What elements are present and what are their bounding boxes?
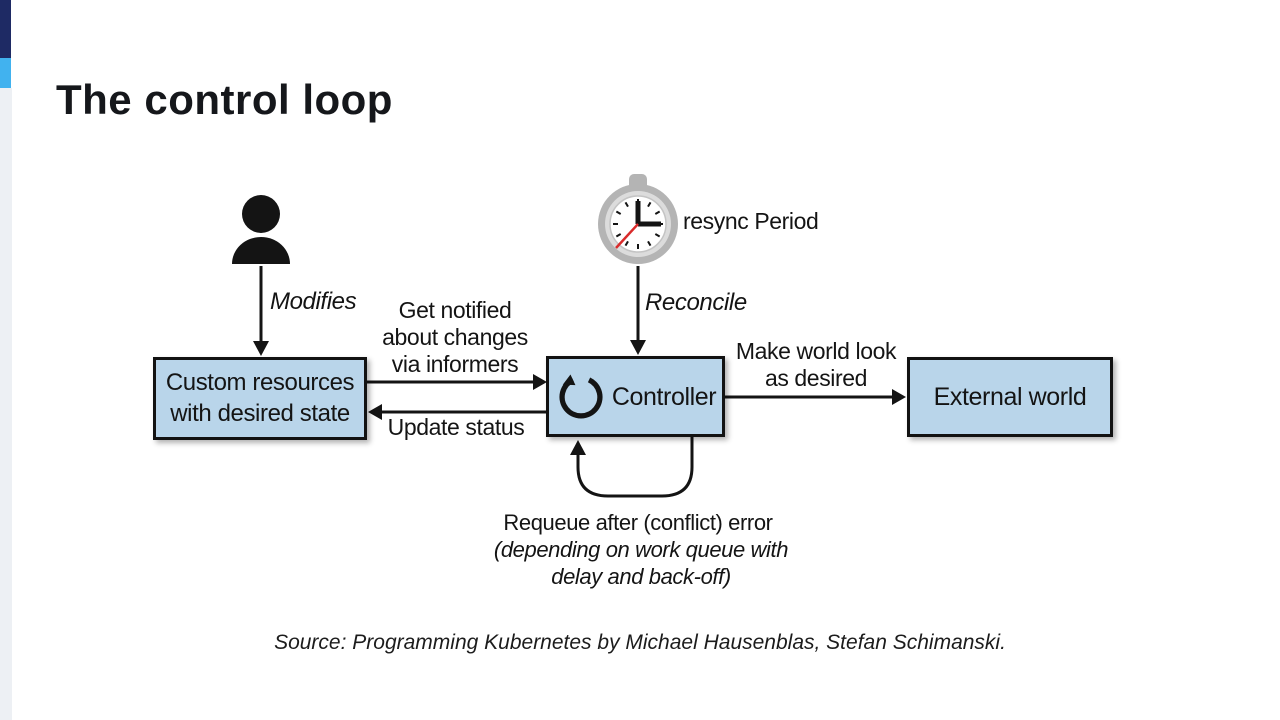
page-title: The control loop bbox=[56, 76, 393, 123]
accent-bar-gray bbox=[0, 88, 12, 720]
source-caption: Source: Programming Kubernetes by Michae… bbox=[274, 631, 1006, 654]
modifies-label: Modifies bbox=[270, 288, 357, 315]
update-status-label: Update status bbox=[387, 414, 525, 440]
update-status-arrow bbox=[368, 404, 547, 420]
external-world-label: External world bbox=[933, 383, 1087, 411]
modifies-arrow bbox=[253, 266, 269, 356]
requeue-title-label: Requeue after (conflict) error bbox=[503, 510, 773, 535]
second-hand bbox=[615, 223, 639, 249]
reconcile-arrow bbox=[630, 266, 646, 355]
accent-bar-navy bbox=[0, 0, 11, 58]
requeue-loop-arrow bbox=[570, 436, 694, 498]
get-notified-arrow bbox=[367, 374, 547, 390]
custom-resources-box: Custom resources with desired state bbox=[153, 357, 367, 440]
reload-icon bbox=[559, 374, 603, 418]
get-notified-label: Get notified about changes via informers bbox=[382, 297, 528, 377]
controller-box: Controller bbox=[546, 356, 725, 437]
requeue-note-label: (depending on work queue with delay and … bbox=[493, 537, 789, 589]
stopwatch-icon bbox=[598, 174, 678, 264]
make-world-label: Make world look as desired bbox=[735, 338, 897, 391]
controller-label: Controller bbox=[611, 382, 717, 411]
make-world-arrow bbox=[725, 389, 906, 405]
reconcile-label: Reconcile bbox=[645, 289, 747, 316]
accent-bar-blue bbox=[0, 58, 11, 88]
resync-period-label: resync Period bbox=[683, 208, 819, 234]
person-icon bbox=[232, 195, 290, 264]
external-world-box: External world bbox=[907, 357, 1113, 437]
custom-resources-label: Custom resources with desired state bbox=[165, 368, 355, 427]
